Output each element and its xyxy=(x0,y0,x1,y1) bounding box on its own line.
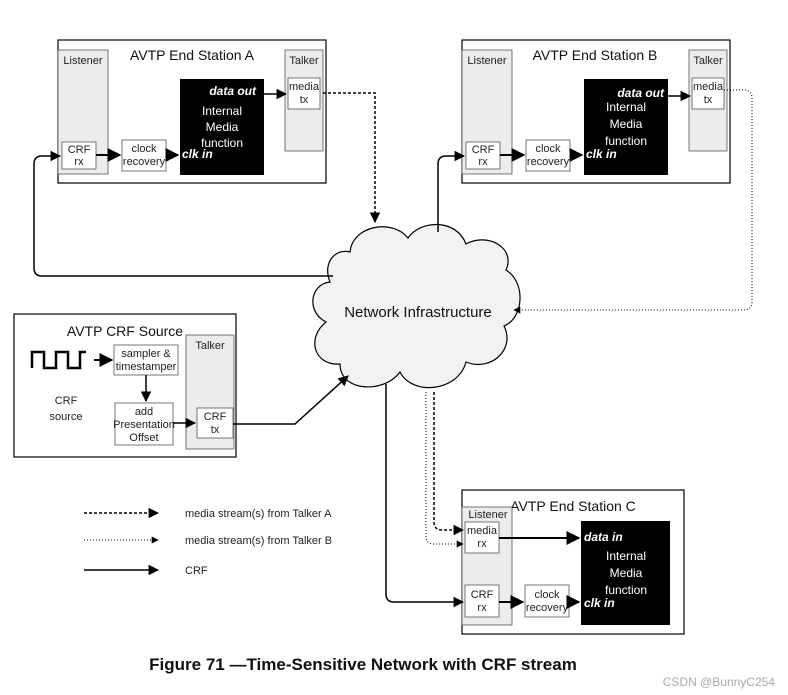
station-a-clock-l1: clock xyxy=(131,143,157,155)
station-b: AVTP End Station B Listener CRF rx clock… xyxy=(461,39,731,184)
station-c-clock-l2: recovery xyxy=(526,602,569,614)
station-b-crf-rx-l2: rx xyxy=(478,156,488,168)
crf-source-label-l1: CRF xyxy=(55,395,78,407)
station-a-crf-rx-l2: rx xyxy=(74,156,84,168)
station-b-clock-recovery xyxy=(525,139,571,172)
station-c-crf-rx-l2: rx xyxy=(477,602,487,614)
watermark: CSDN @BunnyC254 xyxy=(663,675,776,689)
presentation-l1: add xyxy=(135,406,153,418)
crf-source: AVTP CRF Source CRF source sampler & tim… xyxy=(13,313,237,458)
crf-tx-l1: CRF xyxy=(204,411,227,423)
crf-network-to-station-c xyxy=(385,384,465,608)
crf-source-title: AVTP CRF Source xyxy=(67,323,183,339)
stream-talker-a-to-network xyxy=(323,92,381,224)
presentation-offset-box xyxy=(114,402,174,446)
station-a-media-tx xyxy=(287,77,321,110)
crf-source-to-network xyxy=(233,375,349,425)
sampler-l1: sampler & xyxy=(121,348,171,360)
sampler-box xyxy=(113,344,179,376)
station-b-media-function xyxy=(584,79,668,175)
station-b-listener-label: Listener xyxy=(467,55,506,67)
station-a-imf-l1: Internal xyxy=(202,104,242,118)
crf-tx-box xyxy=(196,407,234,439)
station-c-imf-l1: Internal xyxy=(606,549,646,563)
stream-b-network-to-station-c xyxy=(425,392,464,548)
station-c-media-rx xyxy=(464,521,500,554)
network-label: Network Infrastructure xyxy=(344,304,492,321)
station-b-imf-l1: Internal xyxy=(606,100,646,114)
crf-network-to-station-b xyxy=(437,150,466,232)
stream-talker-b-to-network xyxy=(513,89,753,314)
station-b-media-tx-l2: tx xyxy=(704,94,713,106)
station-a-media-tx-l2: tx xyxy=(300,94,309,106)
station-a-talker-label: Talker xyxy=(289,55,319,67)
station-b-media-tx xyxy=(691,77,725,110)
station-b-clk-in: clk in xyxy=(586,147,617,161)
station-a-listener-label: Listener xyxy=(63,55,102,67)
station-b-clock-l2: recovery xyxy=(527,156,570,168)
crf-source-label-l2: source xyxy=(49,411,82,423)
station-c-imf-l3: function xyxy=(605,583,647,597)
station-a-title: AVTP End Station A xyxy=(130,47,255,63)
network-cloud: Network Infrastructure xyxy=(312,223,521,389)
station-b-media-tx-l1: media xyxy=(693,81,724,93)
figure-caption: Figure 71 —Time-Sensitive Network with C… xyxy=(149,655,577,674)
legend: media stream(s) from Talker A media stre… xyxy=(84,507,332,577)
cloud-shape xyxy=(312,223,521,389)
station-c-crf-rx xyxy=(464,584,500,618)
station-a-media-tx-l1: media xyxy=(289,81,320,93)
station-c: AVTP End Station C Listener media rx CRF… xyxy=(461,489,685,635)
station-a-crf-rx-l1: CRF xyxy=(68,144,91,156)
crf-source-talker-label: Talker xyxy=(195,340,225,352)
crf-tx-l2: tx xyxy=(211,424,220,436)
station-a-imf-l2: Media xyxy=(206,120,239,134)
station-c-imf-l2: Media xyxy=(610,566,643,580)
station-b-crf-rx-l1: CRF xyxy=(472,144,495,156)
station-a-clock-l2: recovery xyxy=(123,156,166,168)
station-b-title: AVTP End Station B xyxy=(533,47,658,63)
station-c-media-rx-l1: media xyxy=(467,525,498,537)
station-b-imf-l3: function xyxy=(605,134,647,148)
station-b-talker-label: Talker xyxy=(693,55,723,67)
station-a-media-function xyxy=(180,79,264,175)
station-c-listener-label: Listener xyxy=(468,509,507,521)
legend-label-talker-b: media stream(s) from Talker B xyxy=(185,535,332,547)
station-a-imf-l3: function xyxy=(201,136,243,150)
crf-network-to-station-a xyxy=(33,150,333,277)
station-c-media-function xyxy=(581,521,670,625)
station-a-crf-rx xyxy=(61,141,97,170)
presentation-l3: Offset xyxy=(129,432,158,444)
station-a-clk-in: clk in xyxy=(182,147,213,161)
station-c-media-rx-l2: rx xyxy=(477,538,487,550)
station-c-clk-in: clk in xyxy=(584,596,615,610)
station-c-clock-l1: clock xyxy=(534,589,560,601)
station-b-clock-l1: clock xyxy=(535,143,561,155)
station-a-data-out: data out xyxy=(209,84,257,98)
station-c-clock-recovery xyxy=(524,584,570,618)
station-b-imf-l2: Media xyxy=(610,117,643,131)
station-b-data-out: data out xyxy=(617,86,665,100)
station-c-data-in: data in xyxy=(584,530,623,544)
legend-label-talker-a: media stream(s) from Talker A xyxy=(185,508,332,520)
presentation-l2: Presentation xyxy=(113,419,175,431)
legend-label-crf: CRF xyxy=(185,565,208,577)
station-c-crf-rx-l1: CRF xyxy=(471,589,494,601)
square-wave-icon xyxy=(30,350,86,370)
station-c-title: AVTP End Station C xyxy=(510,498,636,514)
stream-a-network-to-station-c xyxy=(433,392,465,536)
station-a: AVTP End Station A Listener CRF rx clock… xyxy=(57,39,327,184)
sampler-l2: timestamper xyxy=(116,361,177,373)
